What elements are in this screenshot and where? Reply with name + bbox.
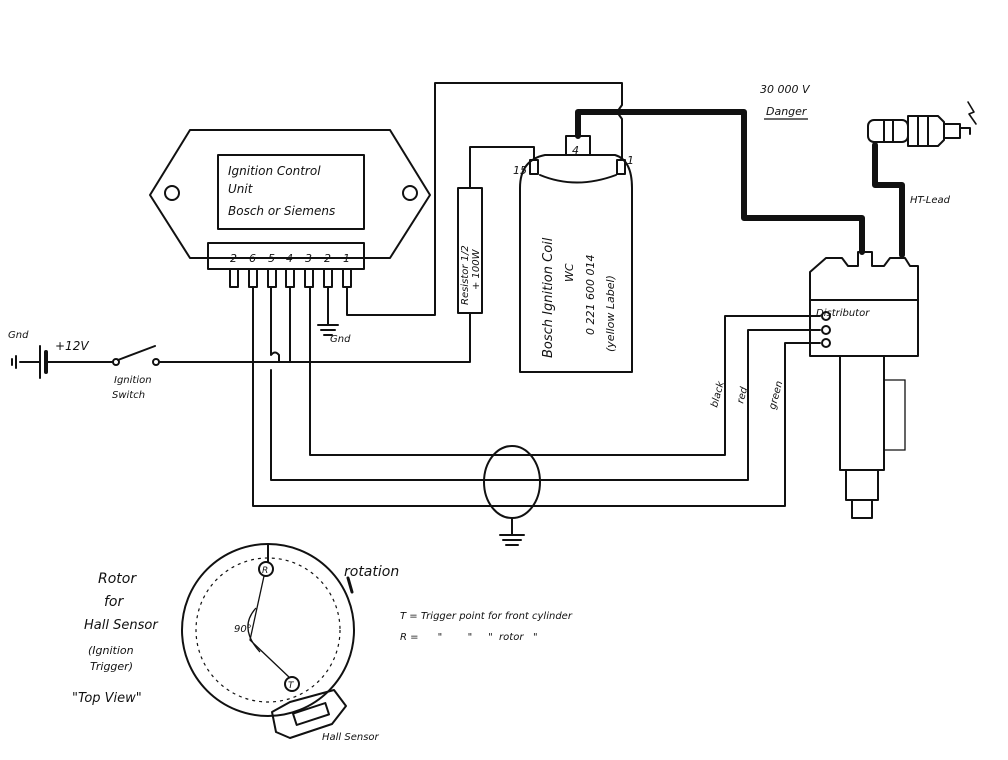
rotor-title-2: for [104, 594, 124, 610]
hall-sensor-label: Hall Sensor [322, 732, 380, 743]
switch-label: Ignition [114, 375, 152, 386]
distributor-label: Distributor [816, 308, 870, 319]
ignition-coil: 15 4 1 Bosch Ignition Coil WC 0 221 600 … [513, 135, 634, 373]
pin-label: 2 [230, 252, 237, 265]
resistor: Resistor 1/2 + 100W [457, 187, 483, 314]
rotation-label: rotation [344, 564, 399, 580]
coil-terminal-1: 1 [627, 154, 634, 167]
pin-label: 6 [249, 252, 256, 265]
battery-gnd-label: Gnd [8, 330, 29, 341]
coil-part-number: 0 221 600 014 [584, 255, 597, 335]
hall-rotor-sketch: Rotor for Hall Sensor (Ignition Trigger)… [72, 543, 399, 743]
wire-label-green: green [767, 380, 785, 411]
resistor-label: Resistor 1/2 [460, 245, 471, 305]
pin2-ground: Gnd [317, 286, 351, 345]
pin-label: 3 [305, 252, 312, 265]
coil-label-colour: (yellow Label) [604, 275, 617, 352]
spark-plug [867, 101, 977, 147]
danger-voltage: 30 000 V [760, 83, 811, 96]
control-unit-title: Ignition Control [228, 164, 321, 178]
marker-t: T [288, 681, 295, 691]
ht-leads [575, 109, 905, 258]
coil-terminal-4: 4 [572, 144, 579, 157]
coil-label: Bosch Ignition Coil [541, 237, 556, 358]
pin-label: 1 [343, 252, 350, 265]
battery: Gnd +12V [8, 330, 89, 379]
coil-terminal-15: 15 [513, 164, 527, 177]
rotor-view: "Top View" [72, 691, 142, 706]
pin-label: 4 [286, 252, 293, 265]
ground-label: Gnd [330, 334, 351, 345]
ignition-switch: Ignition Switch [112, 345, 160, 401]
angle-label: 90° [234, 624, 252, 635]
ht-lead-label: HT-Lead [910, 195, 951, 206]
marker-r: R [262, 566, 268, 576]
legend-line-2: R = " " " rotor " [400, 632, 538, 643]
rotor-title-4: (Ignition [88, 644, 134, 657]
wire-label-red: red [735, 385, 750, 405]
distributor: Distributor [809, 251, 919, 519]
pin-label: 5 [268, 252, 275, 265]
legend-line-1: T = Trigger point for front cylinder [400, 611, 573, 622]
resistor-label-2: + 100W [471, 248, 482, 290]
control-unit-subtitle: Unit [228, 182, 254, 196]
ignition-control-unit: Ignition Control Unit Bosch or Siemens 2… [149, 129, 431, 288]
danger-label: Danger [766, 105, 808, 118]
coil-model: WC [563, 263, 576, 282]
legend: T = Trigger point for front cylinder R =… [400, 611, 573, 643]
rotor-title: Rotor [98, 571, 137, 587]
battery-voltage-label: +12V [55, 339, 89, 353]
rotor-title-3: Hall Sensor [84, 618, 159, 633]
pin-label: 2 [324, 252, 331, 265]
switch-label-2: Switch [112, 390, 145, 401]
danger-note: 30 000 V Danger [760, 83, 811, 120]
rotor-title-5: Trigger) [90, 660, 133, 673]
wiring [44, 82, 821, 546]
control-unit-make: Bosch or Siemens [228, 204, 335, 218]
